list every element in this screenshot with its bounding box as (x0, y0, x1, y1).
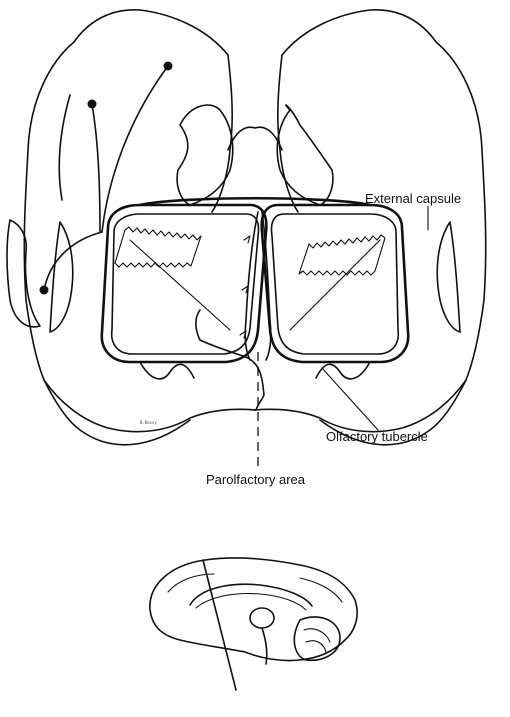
right-striatum-capsule (262, 205, 409, 362)
fiber-terminal-c (40, 286, 49, 295)
label-olfactory-tubercle: Olfactory tubercle (326, 429, 428, 444)
leader-olfactory-tubercle (322, 368, 378, 430)
right-superior-gyrus (278, 55, 298, 212)
left-lower-gyri (140, 362, 194, 379)
left-lobe-bottom (44, 380, 190, 445)
inset-cerebellum-folia (304, 629, 330, 652)
left-ventricle (177, 105, 233, 205)
inset-corpus-callosum (190, 584, 312, 606)
projection-fiber-b (92, 104, 100, 232)
artist-signature: B.Kocsy (140, 420, 157, 425)
left-fiber-band (115, 227, 201, 267)
inset-section-plane (203, 560, 236, 690)
label-parolfactory-area: Parolfactory area (206, 472, 306, 487)
interhemispheric-notch (228, 127, 282, 150)
inset-cerebellum (294, 617, 340, 660)
projection-fiber-a (102, 66, 168, 232)
fiber-terminal-b (88, 100, 97, 109)
left-internal-slash (130, 240, 230, 330)
right-ventricle (277, 105, 333, 205)
right-internal-slash (290, 240, 380, 330)
inset-gyri (168, 574, 342, 602)
left-insula (50, 222, 73, 332)
fiber-terminal-a (164, 62, 173, 71)
right-hemisphere-outline (254, 10, 486, 432)
inset-thalamus (250, 608, 274, 628)
right-fiber-band (299, 235, 385, 275)
left-superior-gyrus (212, 55, 232, 212)
left-temporal-curl (7, 220, 40, 327)
sagittal-inset (150, 558, 357, 690)
arrow-mark-1 (244, 236, 250, 243)
left-sulcus (59, 95, 70, 200)
right-inner-capsule (272, 214, 399, 354)
right-insula (437, 222, 460, 332)
label-external-capsule: External capsule (365, 191, 461, 206)
inset-outline (150, 558, 357, 661)
